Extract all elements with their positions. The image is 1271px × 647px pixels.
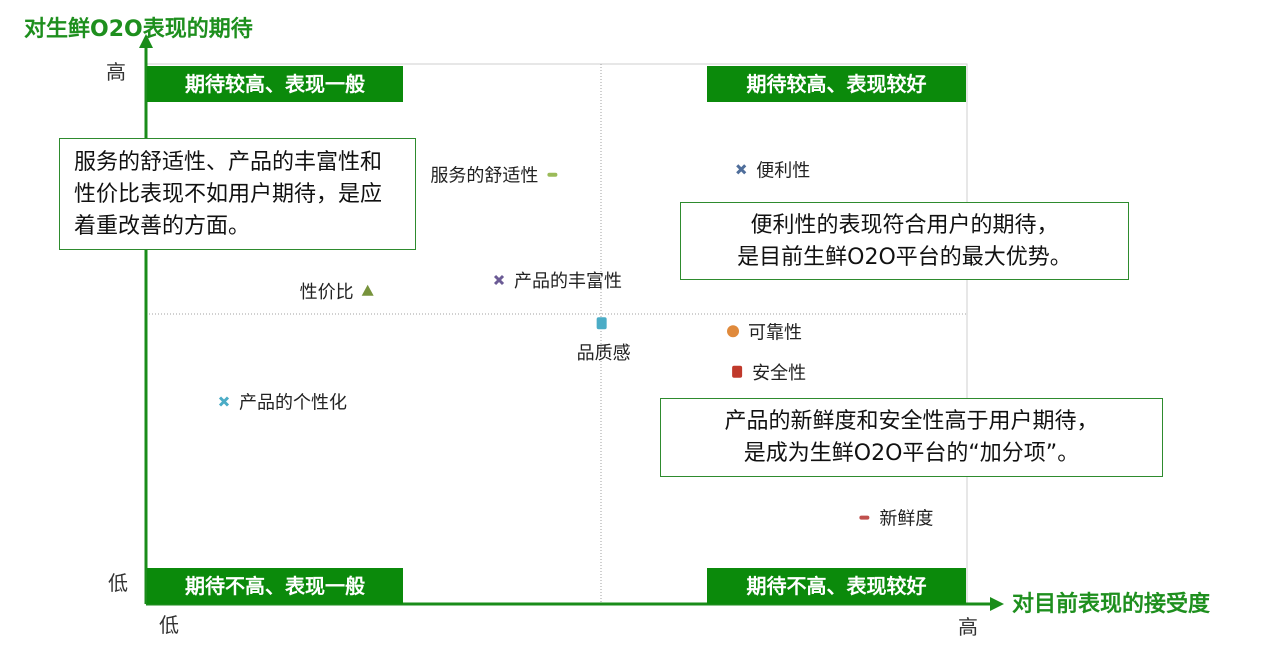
y-axis-title: 对生鲜O2O表现的期待 [24, 16, 253, 42]
point-label: 安全性 [752, 363, 806, 384]
point-label: 便利性 [756, 160, 810, 181]
y-axis-arrow-icon [139, 34, 153, 48]
point-label: 产品的丰富性 [514, 271, 622, 292]
note-top-left: 服务的舒适性、产品的丰富性和性价比表现不如用户期待，是应着重改善的方面。 [59, 138, 416, 250]
point-marker [361, 284, 374, 296]
point-label: 服务的舒适性 [430, 166, 538, 187]
data-point: 安全性 [732, 363, 806, 384]
data-point: 可靠性 [727, 322, 802, 343]
point-marker [732, 365, 743, 378]
note-bottom-right: 产品的新鲜度和安全性高于用户期待， 是成为生鲜O2O平台的“加分项”。 [660, 398, 1163, 477]
note-top-right-line2: 是目前生鲜O2O平台的最大优势。 [737, 245, 1072, 270]
data-point: 产品的个性化 [218, 393, 347, 414]
note-bottom-right-line2: 是成为生鲜O2O平台的“加分项”。 [743, 441, 1080, 466]
y-tick-high: 高 [106, 60, 126, 84]
x-tick-low: 低 [159, 613, 179, 637]
data-point: 新鲜度 [859, 509, 933, 530]
x-axis-title: 对目前表现的接受度 [1012, 591, 1211, 617]
point-label: 新鲜度 [879, 509, 933, 530]
note-top-right: 便利性的表现符合用户的期待， 是目前生鲜O2O平台的最大优势。 [680, 202, 1129, 280]
quadrant-label-bottom-left: 期待不高、表现一般 [147, 568, 403, 604]
point-marker [493, 274, 505, 286]
point-label: 产品的个性化 [239, 393, 347, 414]
point-marker [596, 317, 607, 330]
data-point: 产品的丰富性 [493, 271, 622, 292]
data-point: 服务的舒适性 [430, 166, 558, 187]
point-marker [547, 172, 558, 177]
point-label: 可靠性 [748, 322, 802, 343]
note-bottom-right-line1: 产品的新鲜度和安全性高于用户期待， [724, 409, 1099, 434]
point-marker [727, 325, 740, 338]
point-marker [218, 396, 230, 407]
quadrant-label-top-left: 期待较高、表现一般 [147, 66, 403, 102]
note-top-left-text: 服务的舒适性、产品的丰富性和性价比表现不如用户期待，是应着重改善的方面。 [74, 150, 383, 239]
quadrant-label-bottom-right: 期待不高、表现较好 [707, 568, 966, 604]
point-label: 品质感 [577, 343, 631, 364]
point-label: 性价比 [300, 282, 354, 303]
x-tick-high: 高 [958, 615, 978, 639]
y-tick-low: 低 [108, 571, 128, 595]
data-point: 便利性 [736, 160, 810, 181]
quadrant-label-top-right: 期待较高、表现较好 [707, 66, 966, 102]
point-marker [859, 515, 870, 520]
x-axis-arrow-icon [990, 597, 1004, 611]
note-top-right-line1: 便利性的表现符合用户的期待， [750, 213, 1059, 238]
point-marker [736, 164, 747, 175]
data-point: 品质感 [577, 317, 631, 364]
data-point: 性价比 [300, 282, 374, 303]
